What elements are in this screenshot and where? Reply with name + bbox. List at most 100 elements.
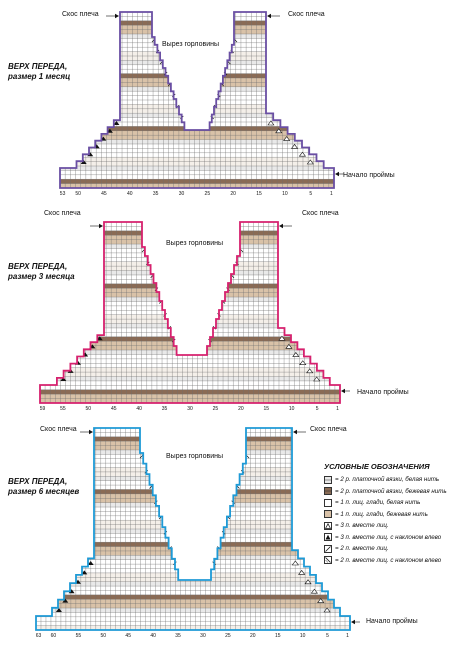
stitch-row [40, 327, 340, 333]
stitch-row [36, 616, 350, 622]
stitch-row [36, 612, 350, 618]
stitch-row [40, 270, 340, 276]
stitch-row [40, 319, 340, 324]
stitch-row [36, 559, 350, 565]
stitch-row [60, 139, 334, 145]
arrow-icon [115, 13, 119, 19]
stitch-number-label: 30 [200, 633, 206, 639]
stitch-row [36, 520, 350, 525]
stitch-row [60, 152, 334, 158]
slash-icon [324, 544, 332, 553]
knit-beige-icon [324, 510, 332, 519]
stitch-row [60, 64, 334, 70]
stitch-row [40, 336, 340, 342]
stitch-number-label: 15 [256, 191, 262, 197]
stitch-row [60, 34, 334, 39]
arrow-icon [293, 429, 297, 435]
decrease-triangle-open [317, 598, 325, 603]
stitch-row [36, 445, 350, 451]
stitch-number-label: 35 [162, 406, 168, 412]
panel-title-line2: размер 1 месяц [8, 72, 71, 81]
decrease-triangle-open [267, 120, 275, 126]
stitch-row [36, 515, 350, 521]
stitch-number-label: 10 [300, 633, 306, 639]
chart-body [60, 12, 334, 188]
armhole-label: Начало проймы [343, 172, 395, 179]
stitch-row [60, 170, 334, 175]
stitch-row [40, 398, 340, 403]
neckline-label: Вырез горловины [162, 41, 220, 48]
stitch-row [40, 314, 340, 320]
stitch-row [36, 493, 350, 499]
stitch-row [36, 485, 350, 490]
legend-item: = 1 п. лиц. глади, белая нить [324, 497, 474, 509]
shoulder-label-left: Скос плеча [44, 210, 81, 217]
stitch-number-label: 45 [125, 633, 131, 639]
stitch-number-label: 5 [309, 191, 312, 197]
stitch-number-label: 45 [111, 406, 117, 412]
arrow-icon [351, 619, 355, 625]
armhole-label: Начало проймы [357, 389, 409, 396]
stitch-row [36, 529, 350, 534]
legend-item: = 2 п. вместе лиц. [324, 543, 474, 555]
stitch-row [40, 222, 340, 227]
stitch-row [60, 82, 334, 87]
panel-title-line2: размер 6 месяцев [8, 487, 80, 496]
stitch-row [60, 78, 334, 83]
decrease-triangle-open [291, 560, 299, 566]
stitch-row [60, 174, 334, 180]
stitch-row [60, 157, 334, 162]
stitch-row [36, 586, 350, 591]
legend-item: = 3 п. вместе лиц. [324, 520, 474, 532]
decrease-triangle-filled [87, 561, 94, 565]
stitch-number-label: 25 [225, 633, 231, 639]
stitch-row [36, 511, 350, 517]
stitch-row [60, 51, 334, 57]
stitch-row [40, 288, 340, 293]
decrease-triangle-open [278, 335, 286, 341]
legend-item-text: = 3 п. вместе лиц. с наклоном влево [335, 533, 442, 541]
stitch-row [40, 226, 340, 232]
stitch-number-label: 1 [346, 633, 349, 639]
decrease-triangle-open [304, 579, 312, 585]
panel-title: ВЕРХ ПЕРЕДА, размер 6 месяцев [8, 477, 79, 497]
stitch-row [60, 104, 334, 109]
stitch-row [60, 117, 334, 123]
stitch-number-label: 25 [205, 191, 211, 197]
legend-item-text: = 1 п. лиц. глади, бежевая нить [335, 510, 428, 518]
stitch-row [40, 389, 340, 395]
decrease-triangle-open [299, 360, 307, 365]
arrow-icon [267, 13, 271, 19]
stitch-row [36, 502, 350, 508]
stitch-row [40, 367, 340, 373]
triangle-filled-icon [324, 533, 332, 542]
decrease-triangle-filled [96, 336, 103, 341]
stitch-row [40, 305, 340, 311]
stitch-row [40, 310, 340, 315]
stitch-row [60, 100, 334, 105]
stitch-number-label: 10 [289, 406, 295, 412]
arrow-icon [279, 223, 283, 229]
decrease-triangle-open [306, 159, 314, 165]
stitch-row [40, 380, 340, 386]
stitch-row [60, 20, 334, 26]
stitch-row [36, 467, 350, 473]
arrow-icon [99, 223, 103, 229]
decrease-triangle-open [285, 343, 293, 349]
stitch-number-label: 5 [316, 406, 319, 412]
stitch-number-label: 30 [187, 406, 193, 412]
stitch-row [60, 130, 334, 136]
stitch-number-label: 53 [60, 191, 66, 197]
stitch-row [36, 436, 350, 442]
stitch-row [40, 283, 340, 289]
decrease-triangle-filled [62, 598, 69, 603]
stitch-row [60, 69, 334, 74]
stitch-row [36, 594, 350, 600]
stitch-number-label: 10 [282, 191, 288, 197]
stitch-row [36, 608, 350, 613]
triangle-open-icon [324, 521, 332, 530]
stitch-number-label: 35 [153, 191, 159, 197]
shoulder-label-left: Скос плеча [62, 11, 99, 18]
